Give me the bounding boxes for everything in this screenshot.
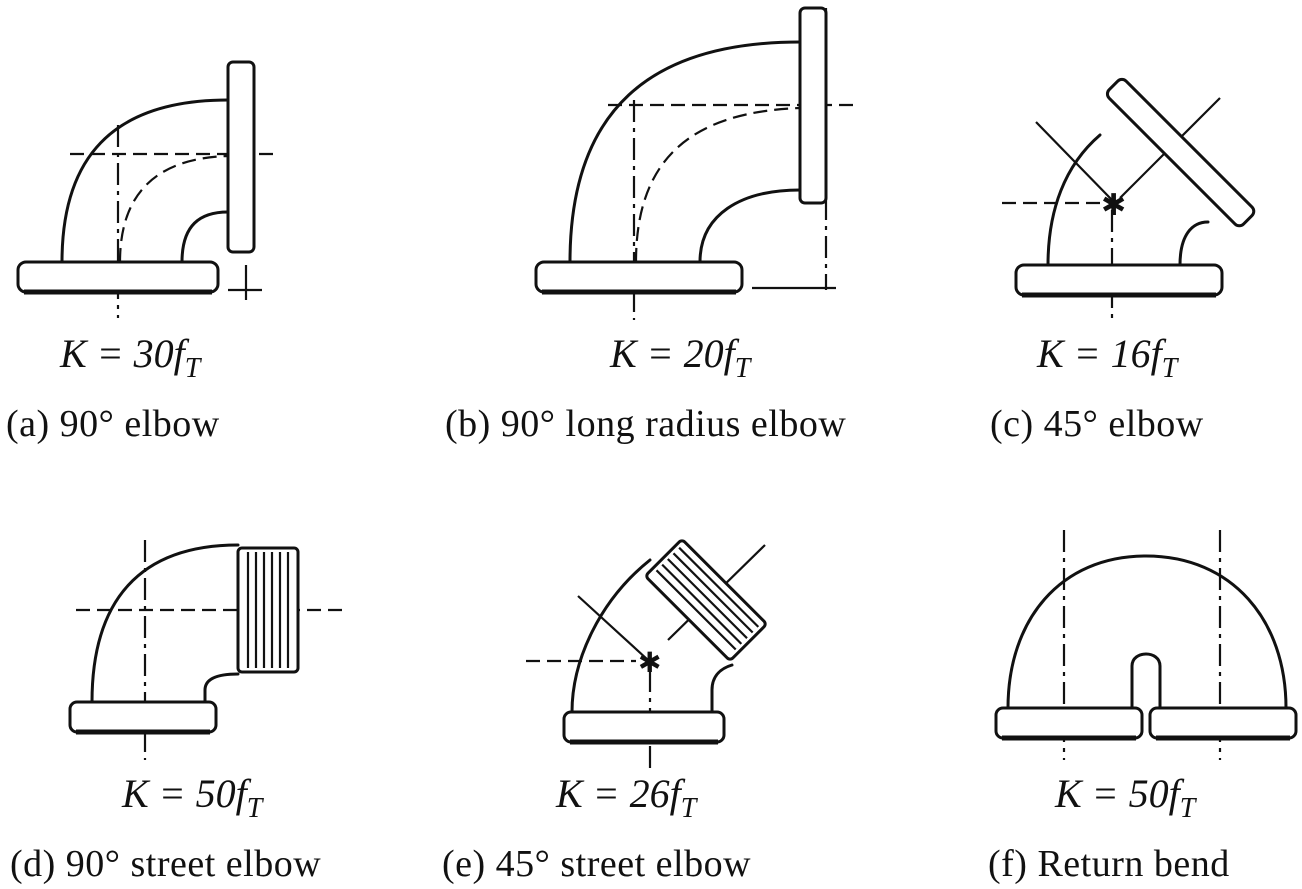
k-value-b: K = 20fT (610, 331, 751, 384)
caption-a: (a) 90° elbow (6, 403, 220, 445)
k-value-e: K = 26fT (556, 771, 697, 824)
caption-d: (d) 90° street elbow (10, 843, 322, 885)
threads-e (645, 539, 767, 661)
caption-b: (b) 90° long radius elbow (445, 403, 847, 445)
k-value-d: K = 50fT (122, 771, 263, 824)
k-value-a: K = 30fT (60, 331, 201, 384)
caption-f: (f) Return bend (988, 843, 1230, 885)
k-value-c: K = 16fT (1037, 331, 1178, 384)
svg-text:✱: ✱ (638, 646, 661, 679)
caption-e: (e) 45° street elbow (442, 843, 752, 885)
threads-d (246, 552, 290, 668)
caption-c: (c) 45° elbow (990, 403, 1204, 445)
svg-text:✱: ✱ (1101, 188, 1126, 223)
k-value-f: K = 50fT (1055, 771, 1196, 824)
